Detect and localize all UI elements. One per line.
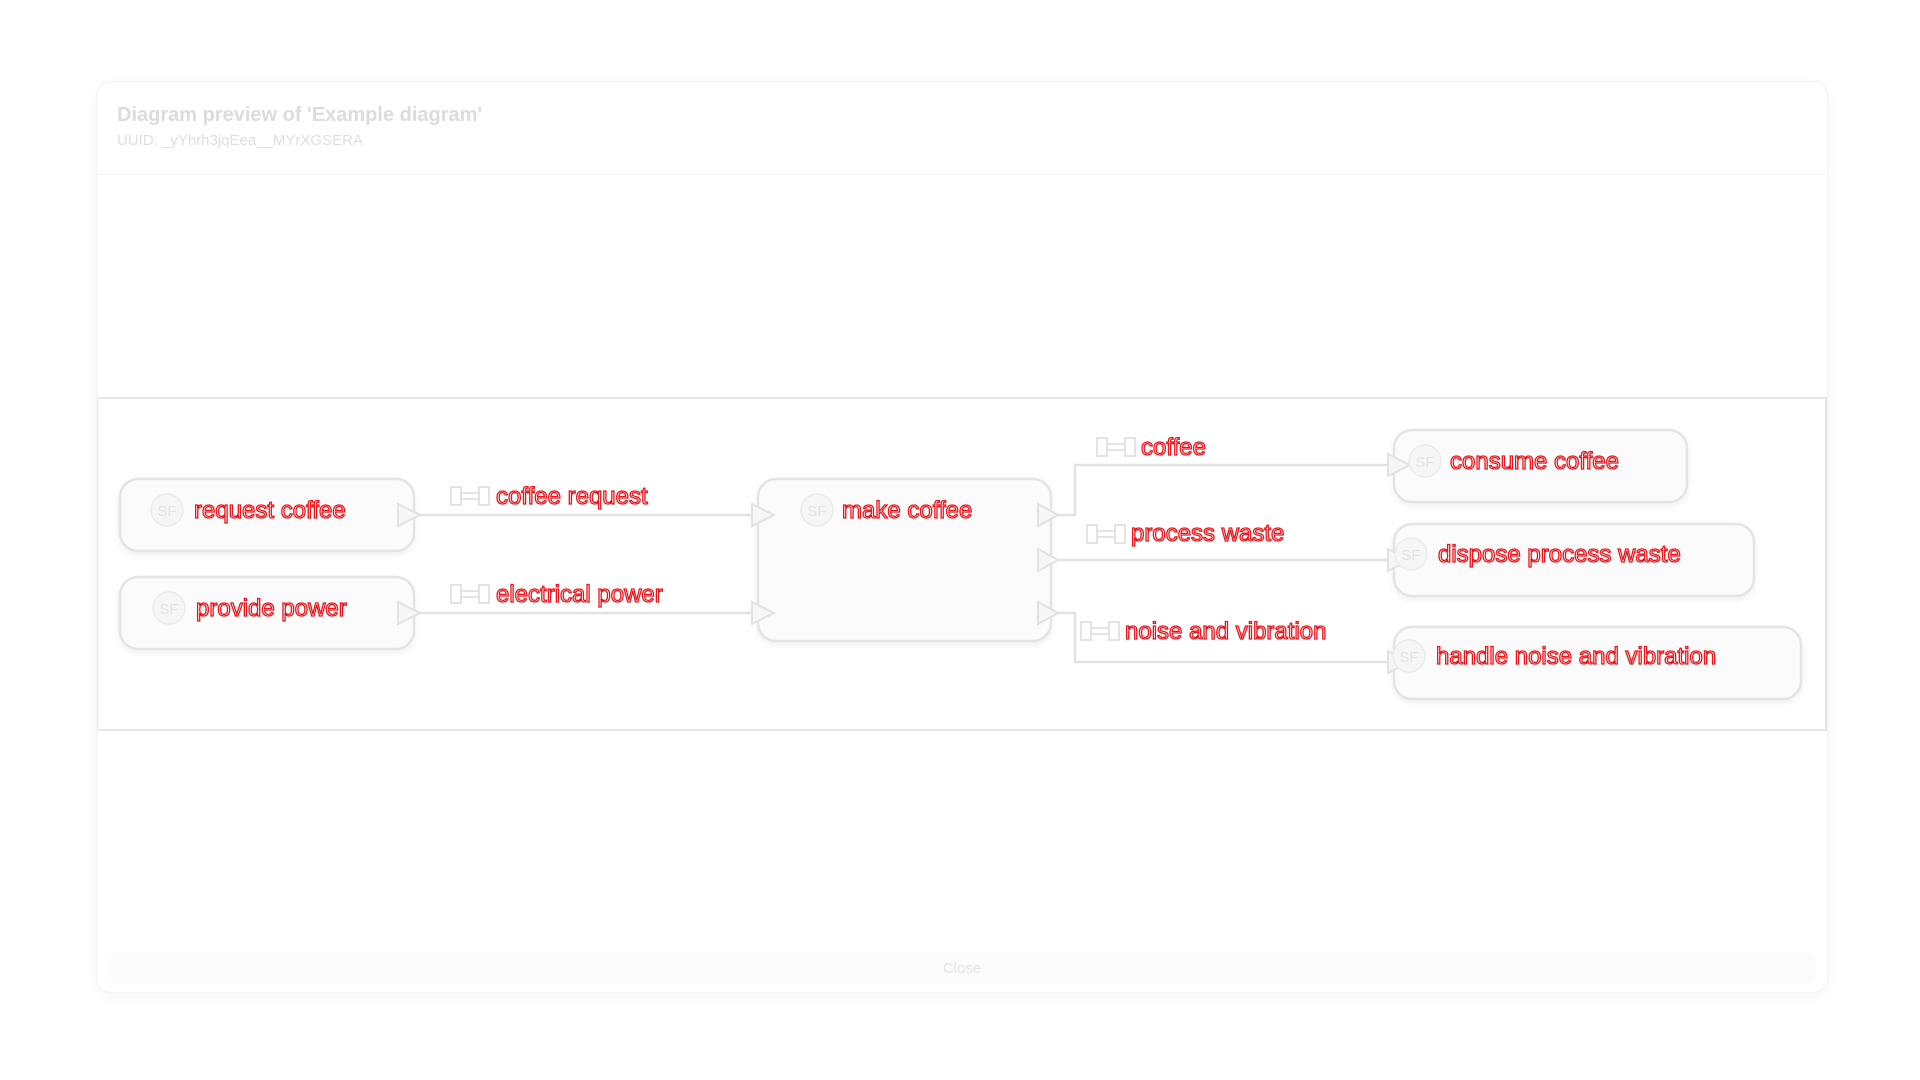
close-button[interactable]: Close bbox=[107, 952, 1817, 984]
port-request-coffee-out bbox=[397, 502, 423, 528]
dialog-title: Diagram preview of 'Example diagram' bbox=[117, 104, 483, 126]
port-make-coffee-out-2 bbox=[1037, 547, 1061, 573]
edge-noise-and-vibration bbox=[1055, 611, 1398, 664]
function-label-dispose-process-waste[interactable]: dispose process waste bbox=[1437, 540, 1681, 568]
function-label-make-coffee[interactable]: make coffee bbox=[841, 496, 973, 524]
sf-icon bbox=[1392, 639, 1426, 673]
port-make-coffee-out-1 bbox=[1037, 502, 1061, 528]
dialog-uuid: UUID: _yYhrh3jqEea__MYrXGSERA bbox=[117, 132, 363, 149]
sf-icon bbox=[1394, 537, 1428, 571]
diagram-canvas-frame bbox=[97, 397, 1827, 731]
exchange-label-electrical-power[interactable]: electrical power bbox=[495, 580, 663, 608]
exchange-item-icon bbox=[450, 486, 490, 506]
exchange-item-icon bbox=[1086, 524, 1126, 544]
port-make-coffee-in-2 bbox=[751, 600, 777, 626]
dialog-footer: Close bbox=[107, 952, 1817, 984]
exchange-label-process-waste[interactable]: process waste bbox=[1130, 519, 1285, 547]
header-divider bbox=[97, 174, 1827, 175]
port-make-coffee-in-1 bbox=[751, 502, 777, 528]
exchange-label-noise-and-vibration[interactable]: noise and vibration bbox=[1124, 617, 1327, 645]
function-label-consume-coffee[interactable]: consume coffee bbox=[1449, 447, 1619, 475]
sf-icon bbox=[1408, 444, 1442, 478]
port-consume-coffee-in bbox=[1387, 452, 1413, 478]
exchange-item-icon bbox=[1080, 621, 1120, 641]
exchange-label-coffee[interactable]: coffee bbox=[1140, 433, 1206, 461]
function-label-handle-noise-and-vibration[interactable]: handle noise and vibration bbox=[1435, 642, 1717, 670]
sf-icon bbox=[150, 493, 184, 527]
edge-coffee bbox=[1055, 463, 1398, 517]
sf-icon bbox=[800, 493, 834, 527]
exchange-item-icon bbox=[1096, 437, 1136, 457]
sf-icon bbox=[152, 591, 186, 625]
function-label-provide-power[interactable]: provide power bbox=[195, 594, 347, 622]
port-make-coffee-out-3 bbox=[1037, 600, 1061, 626]
exchange-label-coffee-request[interactable]: coffee request bbox=[495, 482, 648, 510]
port-provide-power-out bbox=[397, 600, 423, 626]
exchange-item-icon bbox=[450, 584, 490, 604]
function-label-request-coffee[interactable]: request coffee bbox=[193, 496, 346, 524]
